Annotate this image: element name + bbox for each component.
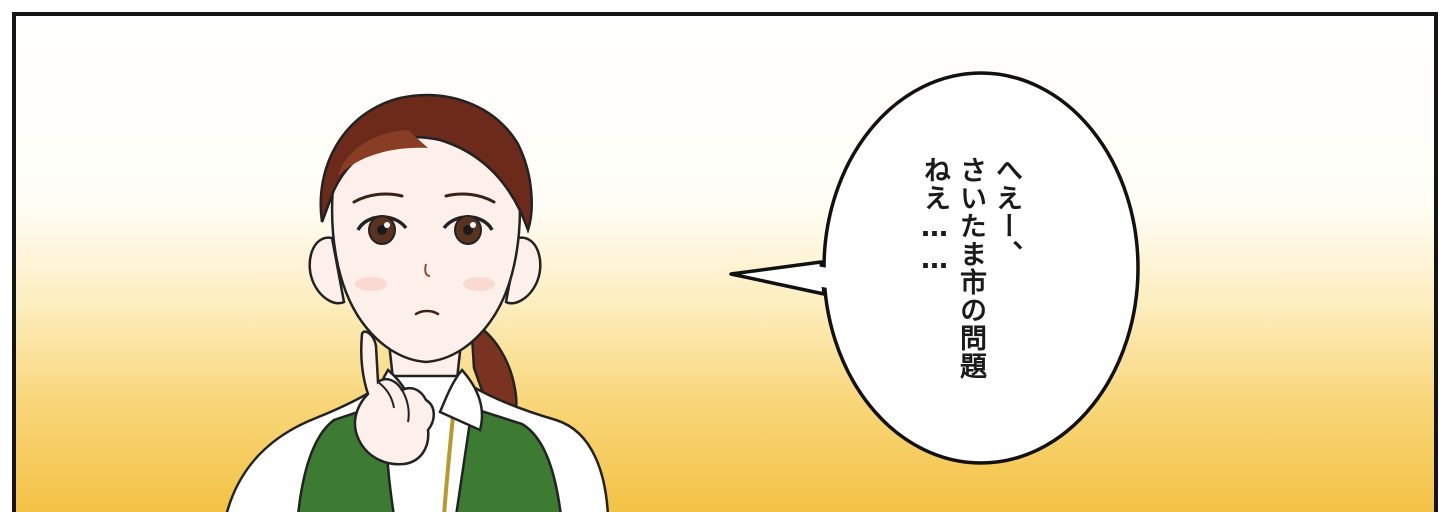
speech-bubble: [729, 71, 1140, 465]
speech-line-1: へえー、: [991, 156, 1022, 268]
speech-line-3: ねえ……: [919, 156, 950, 276]
speech-line-2: さいたま市の問題: [955, 156, 986, 380]
speech-bubble-text: へえー、 さいたま市の問題 ねえ……: [916, 156, 1024, 406]
comic-panel: へえー、 さいたま市の問題 ねえ……: [12, 12, 1438, 512]
